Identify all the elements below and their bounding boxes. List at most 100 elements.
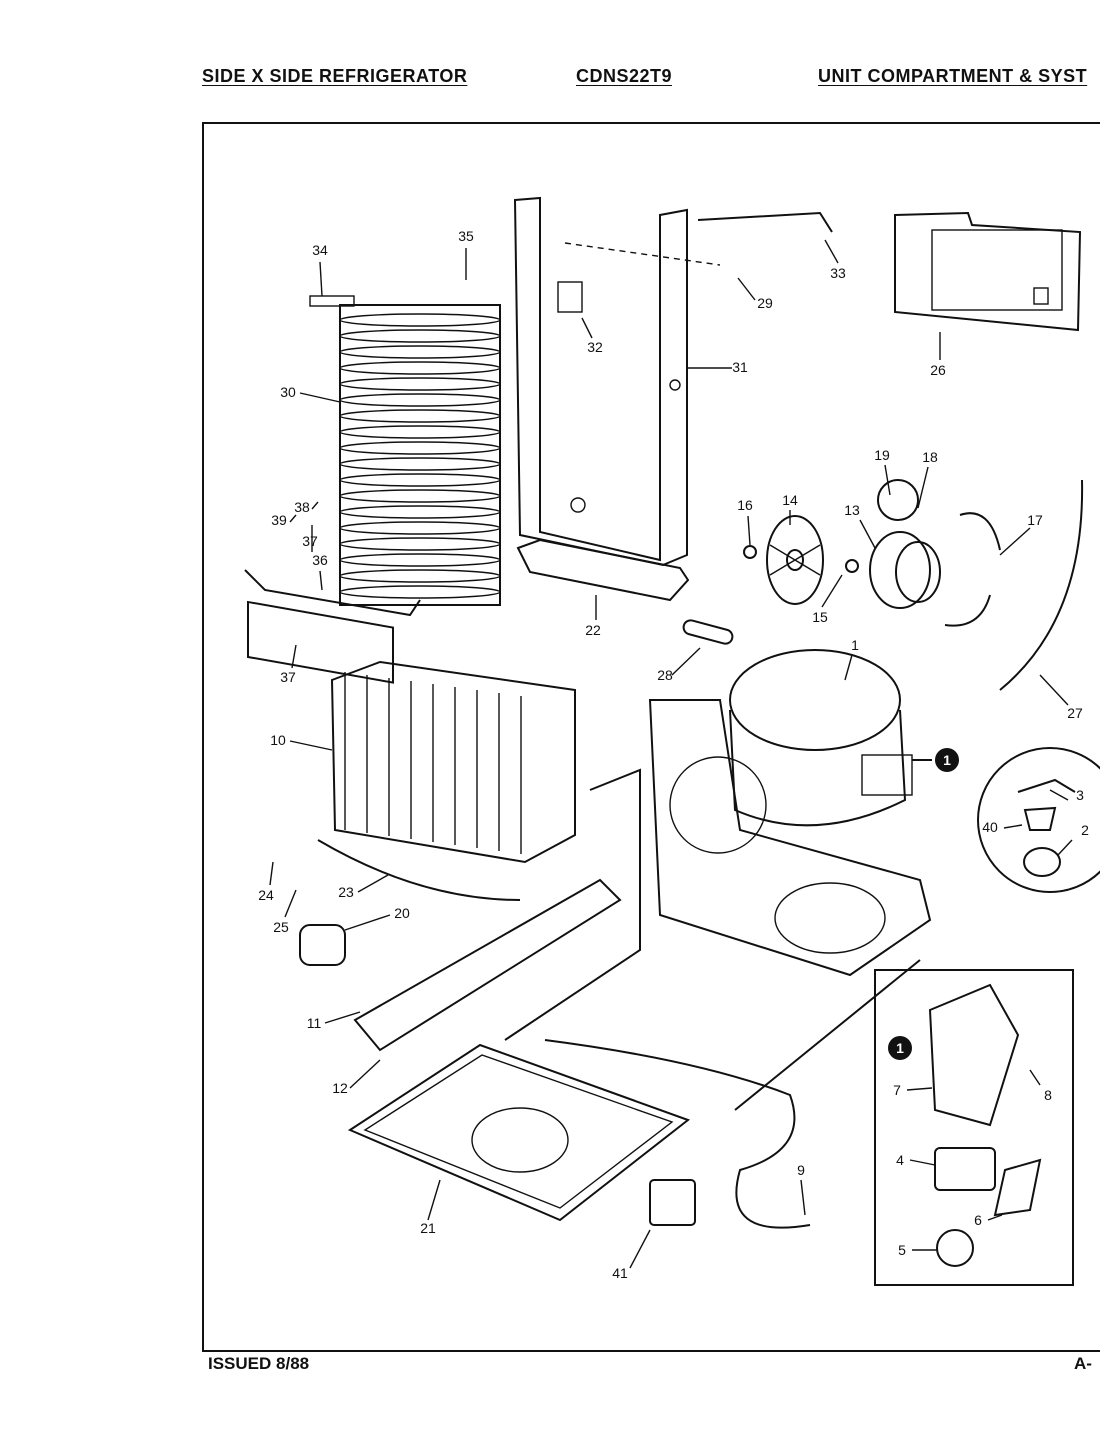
leader-line — [427, 1179, 441, 1221]
capacitor-part — [649, 1179, 696, 1226]
leader-line — [1039, 674, 1069, 706]
coil-loop — [339, 345, 501, 359]
leader-line — [357, 874, 389, 893]
assembly-marker-main-label: 1 — [943, 752, 951, 768]
coil-loop — [339, 521, 501, 535]
tube-part — [697, 211, 833, 233]
coil-loop — [339, 329, 501, 343]
inset-box — [874, 969, 1074, 1286]
leader-line — [289, 514, 297, 523]
defrost-timer-part — [299, 924, 346, 966]
leader-line — [319, 261, 323, 297]
callout-label-32: 32 — [587, 339, 603, 355]
leader-line — [1029, 1069, 1041, 1086]
leader-line — [349, 1059, 381, 1089]
compressor-part — [729, 649, 913, 827]
callout-label-11: 11 — [307, 1015, 322, 1031]
leader-line — [319, 570, 323, 591]
motor-bracket-part — [944, 512, 1001, 627]
leader-line — [824, 239, 839, 264]
callout-label-12: 12 — [332, 1080, 348, 1096]
leader-line — [289, 740, 333, 751]
rail-part — [353, 878, 622, 1052]
coil-loop — [339, 409, 501, 423]
leader-line — [1003, 824, 1023, 829]
coil-loop — [339, 361, 501, 375]
leader-line — [909, 1159, 936, 1166]
leader-line — [344, 914, 391, 931]
leader-line — [1049, 789, 1069, 801]
base-frame-part — [648, 699, 932, 977]
leader-line — [299, 392, 341, 403]
dashed-leader — [564, 242, 721, 266]
leader-line — [629, 1229, 651, 1269]
leader-line — [821, 574, 843, 608]
callout-label-23: 23 — [338, 884, 354, 900]
inset-relay-part — [934, 1147, 996, 1191]
header-section: UNIT COMPARTMENT & SYST — [818, 66, 1088, 86]
leader-line — [917, 466, 929, 509]
header-title: SIDE X SIDE REFRIGERATOR — [202, 66, 468, 86]
shroud-panel-part — [513, 196, 688, 567]
callout-label-40: 40 — [982, 819, 998, 835]
callout-label-13: 13 — [844, 502, 860, 518]
leader-line — [324, 1011, 361, 1024]
leader-line — [800, 1179, 806, 1216]
coil-loop — [339, 441, 501, 455]
leader-line — [1057, 839, 1073, 856]
callout-label-7: 7 — [893, 1082, 901, 1098]
coil-loop — [339, 569, 501, 583]
fan-blade-part — [766, 515, 824, 605]
rail-part-lower — [504, 768, 641, 1041]
condenser-part — [330, 660, 576, 864]
assembly-marker-inset: 1 — [888, 1036, 912, 1060]
drain-tray-part — [516, 538, 690, 602]
callout-label-25: 25 — [273, 919, 289, 935]
callout-label-36: 36 — [312, 552, 328, 568]
footer-issued-date: ISSUED 8/88 — [208, 1354, 310, 1373]
coil-loop — [339, 585, 501, 599]
callout-label-34: 34 — [312, 242, 328, 258]
coil-loop — [339, 505, 501, 519]
callout-label-24: 24 — [258, 887, 274, 903]
coil-loop — [339, 537, 501, 551]
callout-label-2: 2 — [1081, 822, 1089, 838]
leader-line — [747, 515, 751, 546]
callout-label-27: 27 — [1067, 705, 1083, 721]
callout-label-21: 21 — [420, 1220, 436, 1236]
leader-line — [844, 654, 853, 681]
coil-loop — [339, 377, 501, 391]
callout-label-41: 41 — [612, 1265, 628, 1281]
callout-label-37b: 37 — [280, 669, 296, 685]
callout-label-8: 8 — [1044, 1087, 1052, 1103]
leader-line — [737, 277, 756, 301]
callout-label-19: 19 — [874, 447, 890, 463]
callout-label-20: 20 — [394, 905, 410, 921]
condenser-bracket-part — [244, 569, 421, 684]
callout-label-30: 30 — [280, 384, 296, 400]
coil-loop — [339, 457, 501, 471]
coil-loop — [339, 473, 501, 487]
callout-label-9: 9 — [797, 1162, 805, 1178]
callout-label-29: 29 — [757, 295, 773, 311]
leader-line — [581, 317, 593, 339]
callout-label-18: 18 — [922, 449, 938, 465]
power-cord-part — [544, 1039, 811, 1229]
callout-label-16: 16 — [737, 497, 753, 513]
callout-label-6: 6 — [974, 1212, 982, 1228]
grommet-part — [877, 479, 919, 521]
diagram-frame — [202, 122, 1100, 1352]
callout-label-3: 3 — [1076, 787, 1084, 803]
coil-loop — [339, 313, 501, 327]
callout-label-35: 35 — [458, 228, 474, 244]
spacer-part — [845, 559, 859, 573]
callout-label-37a: 37 — [302, 533, 318, 549]
inset-overload-part — [936, 1229, 974, 1267]
coil-loop — [339, 489, 501, 503]
leader-line — [284, 889, 297, 918]
callout-label-4: 4 — [896, 1152, 904, 1168]
callout-label-10: 10 — [270, 732, 286, 748]
inset-clip-part — [993, 1158, 1042, 1217]
control-cover-part — [894, 211, 1082, 332]
